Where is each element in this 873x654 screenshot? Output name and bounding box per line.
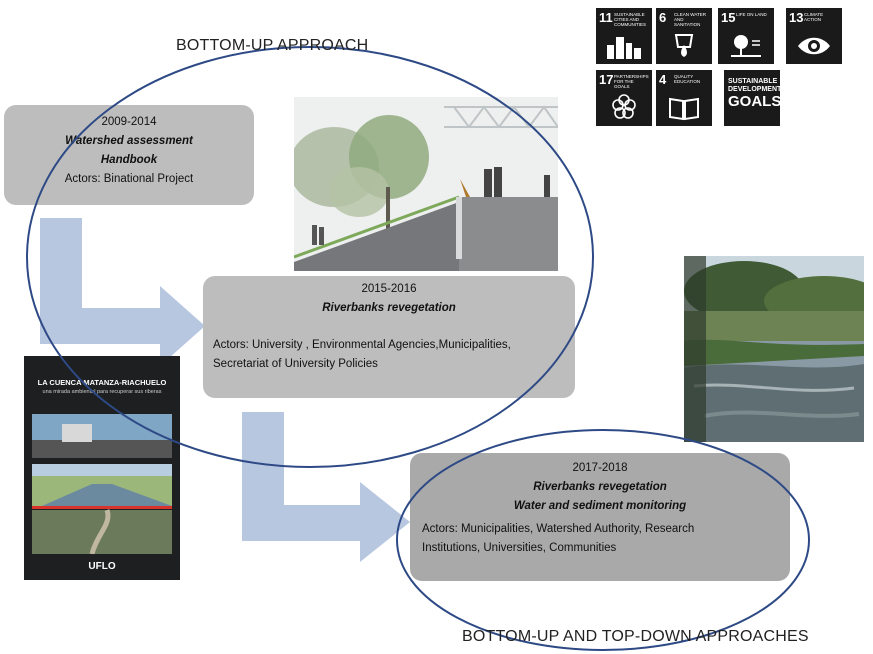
book-publisher: UFLO bbox=[88, 561, 116, 572]
sdg-tile-17: 17 Partnerships for the goals bbox=[596, 70, 652, 126]
book-title: LA CUENCA MATANZA-RIACHUELO bbox=[37, 378, 167, 387]
stage-3-actors-2: Institutions, Universities, Communities bbox=[422, 542, 617, 554]
sdg-tile-11: 11 Sustainable cities and communities bbox=[596, 8, 652, 64]
stage-2-actors-2: Secretariat of University Policies bbox=[213, 358, 378, 370]
stage-3-box: 2017-2018 Riverbanks revegetation Water … bbox=[410, 453, 790, 581]
sdg-goals-logo: SUSTAINABLE DEVELOPMENT GOALS bbox=[724, 70, 781, 126]
stage-2-actors-1: Actors: University , Environmental Agenc… bbox=[213, 339, 511, 351]
stage-3-title-2: Water and sediment monitoring bbox=[513, 500, 687, 512]
book-icon bbox=[669, 97, 699, 121]
stage-1-title-2: Handbook bbox=[100, 154, 158, 166]
stage-3-years: 2017-2018 bbox=[572, 462, 628, 474]
book-cover: LA CUENCA MATANZA-RIACHUELO una mirada a… bbox=[24, 356, 180, 580]
stage-3-actors-1: Actors: Municipalities, Watershed Author… bbox=[422, 523, 695, 535]
stage-1-box: 2009-2014 Watershed assessment Handbook … bbox=[4, 105, 254, 205]
stage-1-title-1: Watershed assessment bbox=[65, 135, 193, 147]
stage-3-title-1: Riverbanks revegetation bbox=[533, 481, 667, 493]
flow-arrow-1 bbox=[40, 218, 205, 366]
sdg-tile-4: 4 Quality education bbox=[656, 70, 712, 126]
stage-2-box: 2015-2016 Riverbanks revegetation Actors… bbox=[203, 276, 575, 398]
book-subtitle: una mirada ambiental para recuperar sus … bbox=[42, 389, 162, 395]
heading-bottom-up: BOTTOM-UP APPROACH bbox=[176, 37, 369, 54]
eye-globe-icon bbox=[798, 37, 830, 55]
water-drop-icon bbox=[674, 34, 694, 57]
flower-icon bbox=[612, 94, 636, 119]
tree-icon bbox=[731, 35, 761, 57]
stage-1-actors: Actors: Binational Project bbox=[64, 173, 194, 185]
heading-bottom-up-top-down: BOTTOM-UP AND TOP-DOWN APPROACHES bbox=[462, 628, 809, 645]
sdg-tile-6: 6 Clean water and sanitation bbox=[656, 8, 712, 64]
stage-2-title: Riverbanks revegetation bbox=[322, 302, 456, 314]
river-photo bbox=[684, 256, 864, 442]
stage-1-years: 2009-2014 bbox=[101, 116, 157, 128]
sdg-tile-13: 13 Climate action bbox=[786, 8, 842, 64]
flow-arrow-2 bbox=[242, 412, 410, 562]
riverbank-illustration bbox=[294, 97, 558, 271]
sdg-tile-15: 15 Life on land bbox=[718, 8, 774, 64]
book-photos bbox=[32, 414, 172, 554]
city-icon bbox=[607, 37, 641, 59]
stage-2-years: 2015-2016 bbox=[361, 283, 417, 295]
